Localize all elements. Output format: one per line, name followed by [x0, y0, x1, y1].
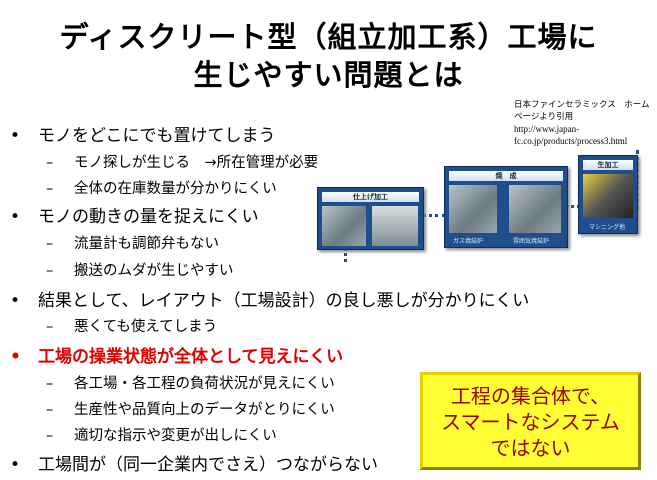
citation-url: http://www.japan-fc.co.jp/products/proce…	[514, 124, 628, 146]
sub-bullet: – モノ探しが生じる →所在管理が必要	[46, 151, 318, 172]
bullet-marker: •	[10, 291, 21, 311]
bullet-2: • モノの動きの量を捉えにくい	[10, 202, 259, 227]
bullet-text: 適切な指示や変更が出しにくい	[74, 428, 277, 444]
bullet-marker: –	[46, 263, 54, 279]
bullet-marker: •	[10, 207, 21, 227]
bullet-text: 流量計も調節弁もない	[74, 236, 219, 252]
machine-photo	[322, 206, 366, 246]
furnace-photo	[449, 185, 497, 233]
bullet-marker: –	[46, 181, 54, 197]
photo-caption: 雰囲気焼結炉	[513, 238, 550, 245]
bullet-marker: –	[46, 376, 54, 392]
bullet-1: • モノをどこにでも置けてしまう	[10, 121, 276, 146]
citation-source: 日本ファインセラミックス ホームページより引用	[514, 100, 650, 122]
bullet-text: 全体の在庫数量が分かりにくい	[74, 181, 277, 197]
bullet-text: 工場間が（同一企業内でさえ）つながらない	[38, 455, 378, 475]
bullet-text: 各工場・各工程の負荷状況が見えにくい	[74, 376, 335, 392]
bullet-text: 生産性や品質向上のデータがとりにくい	[74, 402, 335, 418]
bullet-text: 悪くても使えてしまう	[74, 319, 218, 335]
connector	[422, 214, 446, 217]
slide-title-line2: 生じやすい問題とは	[193, 58, 464, 92]
process-label: 生加工	[583, 160, 633, 170]
photo-caption: マシニング他	[589, 224, 626, 231]
process-green-box: 生加工 マシニング他	[578, 155, 638, 234]
bullet-text: モノ探しが生じる →所在管理が必要	[74, 155, 319, 171]
callout-line: ではない	[490, 436, 571, 460]
process-finish-box: 仕上げ加工	[317, 187, 424, 250]
callout-line: 工程の集合体で、	[450, 384, 611, 408]
sub-bullet: – 流量計も調節弁もない	[46, 232, 219, 253]
bullet-marker: –	[46, 428, 54, 444]
sub-bullet: – 各工場・各工程の負荷状況が見えにくい	[46, 372, 335, 393]
bullet-text: モノをどこにでも置けてしまう	[38, 126, 276, 146]
slide-title-line1: ディスクリート型（組立加工系）工場に	[59, 20, 598, 54]
bullet-marker: •	[10, 347, 21, 367]
sub-bullet: – 生産性や品質向上のデータがとりにくい	[46, 398, 335, 419]
connector	[566, 205, 580, 208]
sub-bullet: – 適切な指示や変更が出しにくい	[46, 424, 277, 445]
photo-caption: ガス焼結炉	[453, 238, 484, 245]
machining-photo	[583, 174, 633, 218]
bullet-text: 搬送のムダが生じやすい	[74, 263, 234, 279]
callout-line: スマートなシステム	[441, 410, 620, 434]
bullet-marker: •	[10, 126, 21, 146]
furnace-photo	[509, 185, 561, 233]
bullet-text: モノの動きの量を捉えにくい	[38, 207, 259, 227]
bullet-5: • 工場間が（同一企業内でさえ）つながらない	[10, 450, 378, 475]
callout-box: 工程の集合体で、 スマートなシステム ではない	[420, 372, 641, 470]
bullet-marker: –	[46, 236, 54, 252]
factory-photo	[372, 206, 418, 246]
bullet-marker: •	[10, 455, 21, 475]
bullet-4-highlight: • 工場の操業状態が全体として見えにくい	[10, 342, 343, 367]
bullet-marker: –	[46, 155, 54, 171]
citation: 日本ファインセラミックス ホームページより引用 http://www.japan…	[514, 99, 654, 147]
process-label: 仕上げ加工	[322, 192, 419, 202]
bullet-3: • 結果として、レイアウト（工場設計）の良し悪しが分かりにくい	[10, 286, 529, 311]
sub-bullet: – 搬送のムダが生じやすい	[46, 259, 234, 280]
bullet-text: 結果として、レイアウト（工場設計）の良し悪しが分かりにくい	[38, 291, 530, 311]
bullet-marker: –	[46, 402, 54, 418]
connector	[344, 248, 347, 262]
bullet-marker: –	[46, 319, 54, 335]
bullet-text: 工場の操業状態が全体として見えにくい	[38, 347, 344, 367]
sub-bullet: – 悪くても使えてしまう	[46, 315, 217, 336]
process-label: 焼 成	[449, 171, 563, 181]
process-sinter-box: 焼 成 ガス焼結炉 雰囲気焼結炉	[444, 166, 568, 248]
sub-bullet: – 全体の在庫数量が分かりにくい	[46, 177, 277, 198]
